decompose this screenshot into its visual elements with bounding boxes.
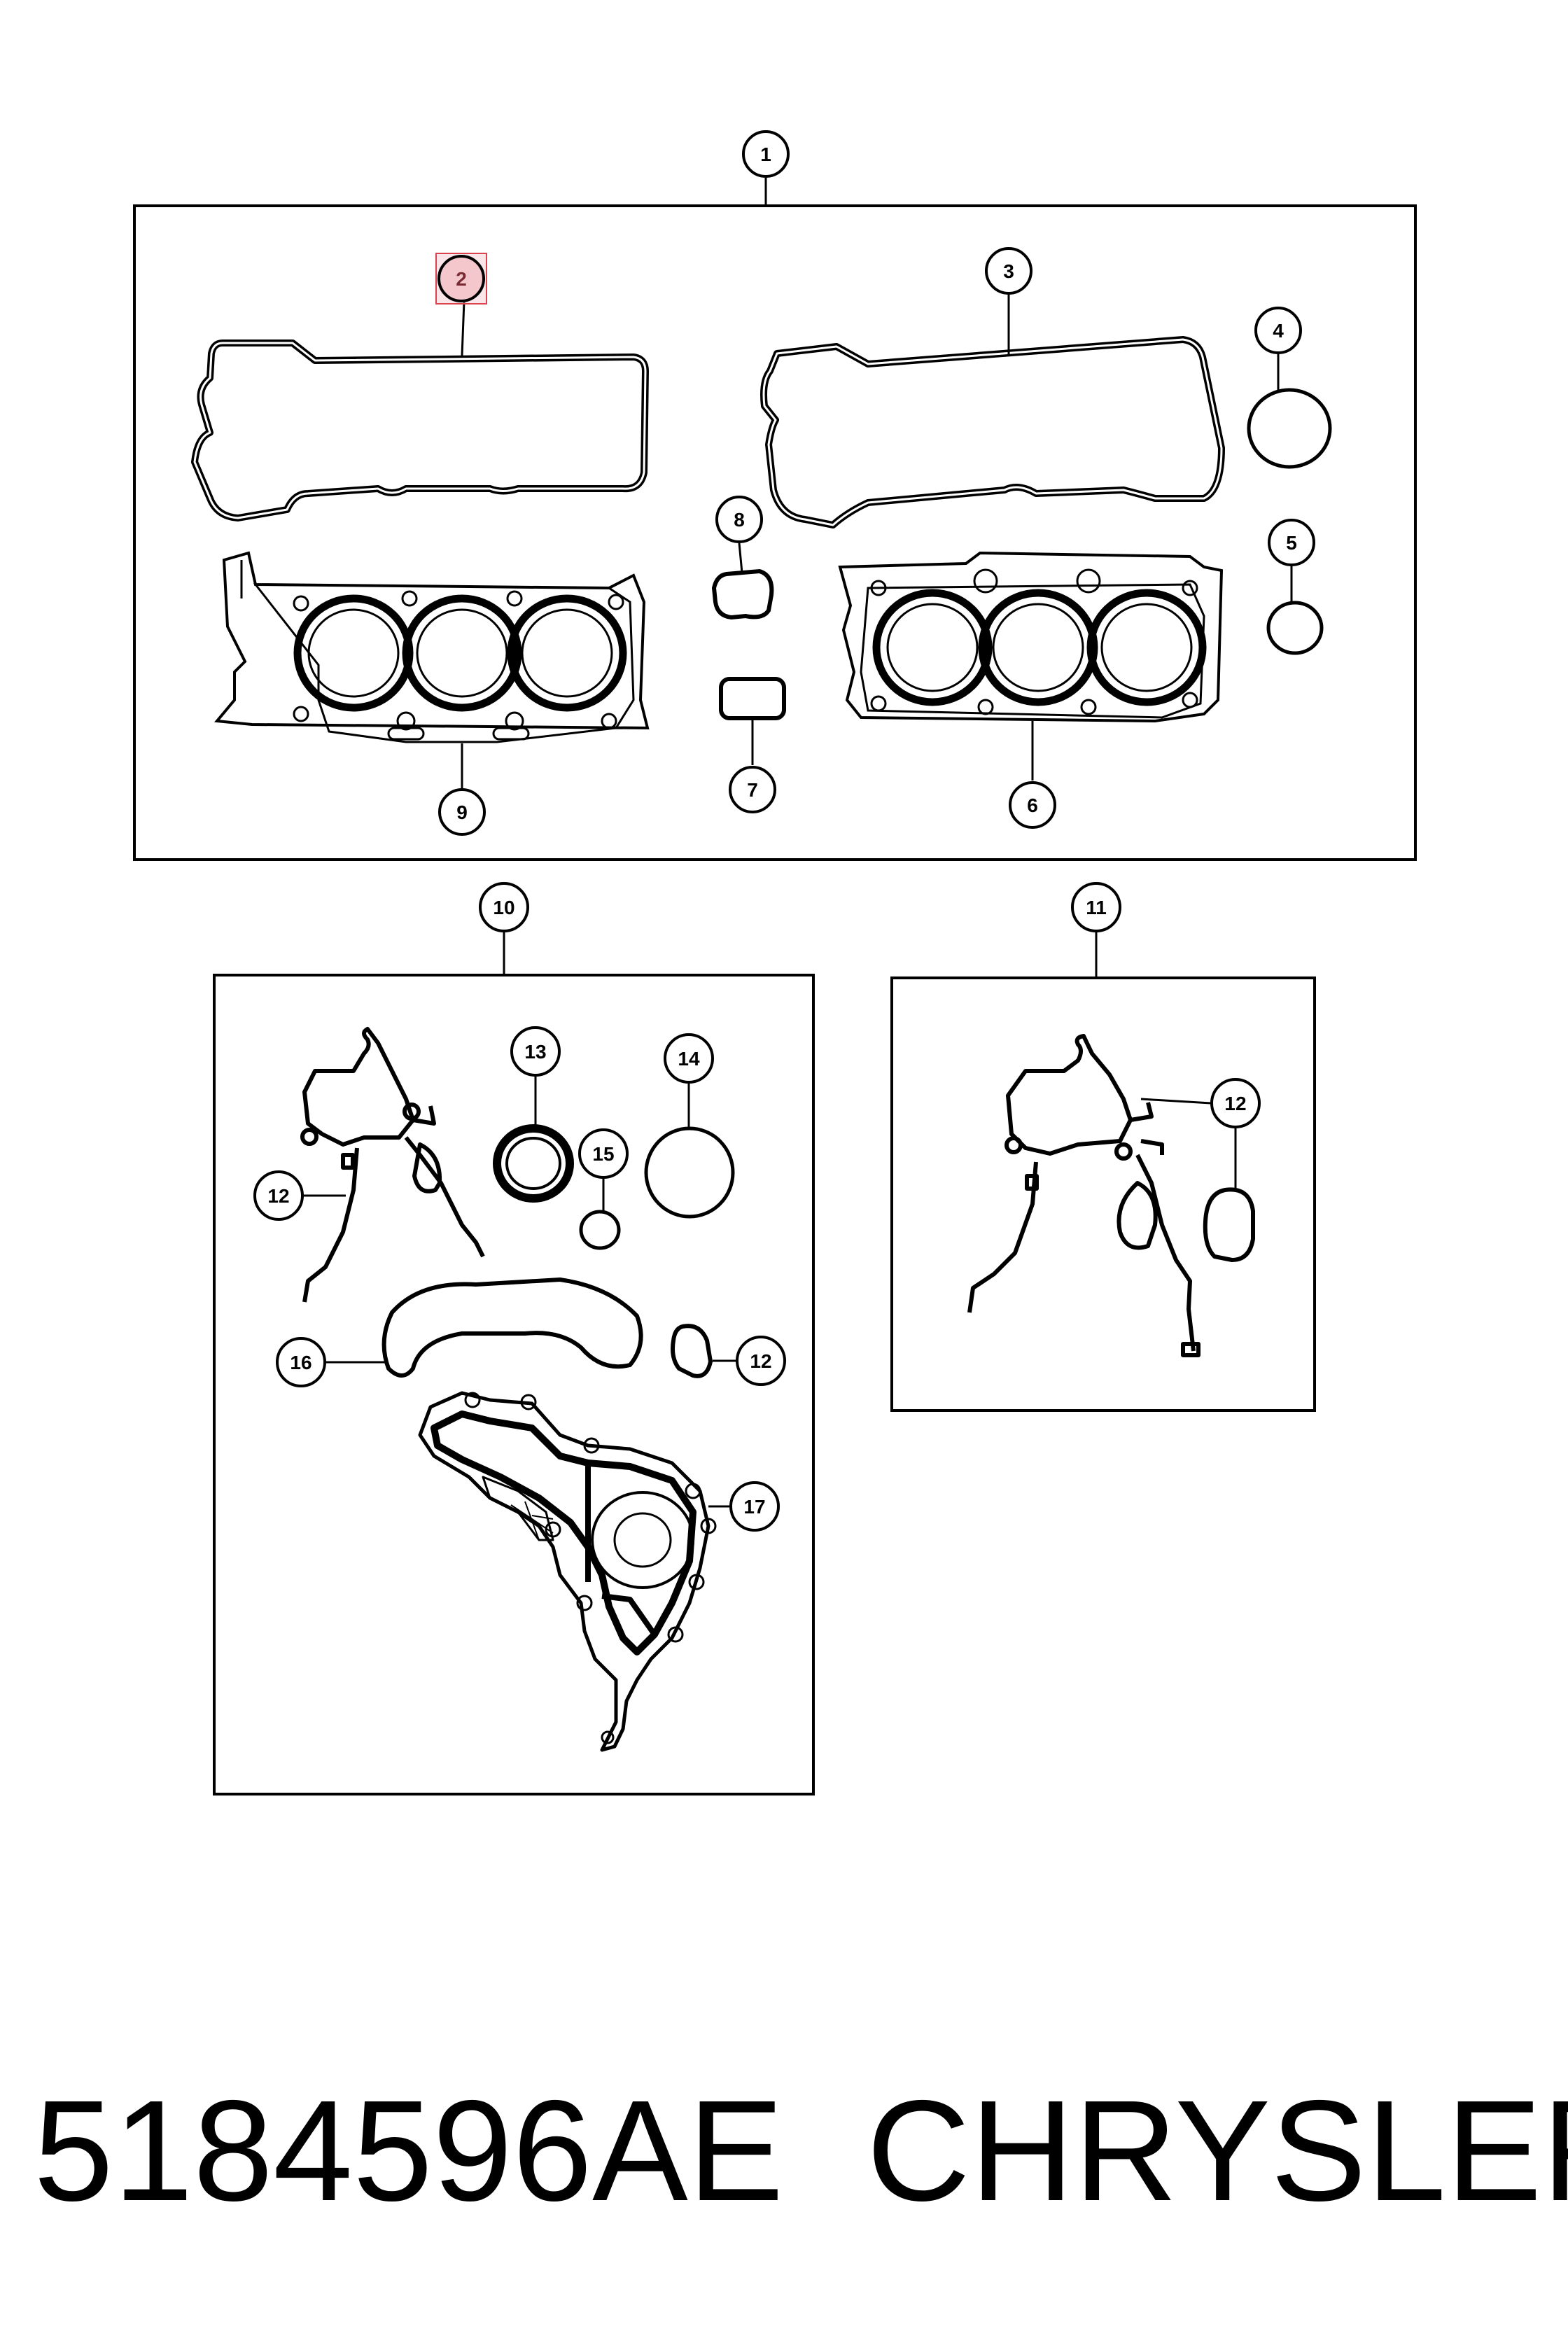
- head-gasket-left: [214, 551, 650, 743]
- small-gasket-12-right: [671, 1324, 713, 1378]
- callout-17[interactable]: 17: [729, 1481, 780, 1532]
- leader-8: [738, 542, 743, 573]
- svg-text:14: 14: [678, 1048, 700, 1070]
- callout-12-left[interactable]: 12: [253, 1170, 304, 1221]
- svg-text:11: 11: [1086, 897, 1107, 918]
- brand-name: CHRYSLER: [867, 2071, 1568, 2231]
- callout-14[interactable]: 14: [664, 1033, 714, 1084]
- svg-text:12: 12: [750, 1350, 771, 1372]
- svg-text:10: 10: [493, 897, 514, 918]
- callout-1[interactable]: 1: [742, 130, 790, 178]
- o-ring-14: [644, 1126, 735, 1219]
- svg-text:17: 17: [743, 1496, 765, 1518]
- callout-15[interactable]: 15: [578, 1128, 629, 1179]
- part-number: 5184596AE: [34, 2071, 784, 2231]
- callout-4[interactable]: 4: [1254, 307, 1302, 354]
- svg-text:13: 13: [524, 1041, 546, 1063]
- leader-12b-h: [1140, 1098, 1212, 1105]
- callout-12-right[interactable]: 12: [736, 1336, 786, 1386]
- callout-12-group11[interactable]: 12: [1210, 1078, 1261, 1128]
- water-pump-gasket-17: [418, 1391, 717, 1752]
- callout-6[interactable]: 6: [1009, 781, 1056, 829]
- svg-text:12: 12: [267, 1185, 289, 1207]
- head-gasket-right: [838, 551, 1224, 723]
- timing-cover-gasket-right-12: [967, 1034, 1255, 1357]
- svg-text:6: 6: [1027, 794, 1038, 816]
- group-1-frame: [133, 204, 1417, 861]
- valve-cover-gasket-right: [760, 336, 1225, 528]
- svg-text:4: 4: [1273, 320, 1284, 342]
- group-10-frame: [213, 974, 815, 1795]
- group-11-frame: [890, 976, 1316, 1412]
- valve-cover-gasket-left: [191, 340, 649, 522]
- svg-text:5: 5: [1286, 532, 1297, 554]
- svg-text:16: 16: [290, 1352, 312, 1373]
- callout-7[interactable]: 7: [729, 766, 776, 813]
- o-ring-small: [1266, 601, 1324, 655]
- svg-text:3: 3: [1003, 260, 1014, 282]
- callout-11[interactable]: 11: [1071, 882, 1121, 932]
- callout-9[interactable]: 9: [438, 788, 486, 836]
- callout-8[interactable]: 8: [715, 496, 763, 543]
- svg-text:7: 7: [747, 779, 758, 801]
- callout-2[interactable]: 2: [435, 253, 487, 304]
- callout-5[interactable]: 5: [1268, 519, 1315, 566]
- leader-2: [461, 300, 465, 356]
- svg-text:9: 9: [456, 802, 468, 823]
- svg-text:2: 2: [456, 268, 467, 290]
- o-ring-large: [1247, 388, 1332, 469]
- small-gasket-7: [719, 677, 786, 720]
- curved-gasket-16: [382, 1278, 643, 1378]
- callout-13[interactable]: 13: [510, 1026, 561, 1077]
- callout-3[interactable]: 3: [985, 247, 1032, 295]
- svg-text:12: 12: [1224, 1093, 1246, 1114]
- timing-cover-gasket-left-12: [300, 1027, 485, 1303]
- callout-16[interactable]: 16: [276, 1337, 326, 1387]
- crank-seal-13: [493, 1124, 574, 1203]
- footer-caption: 5184596AE CHRYSLER: [0, 2051, 1568, 2289]
- small-gasket-8: [711, 568, 774, 620]
- svg-text:8: 8: [734, 509, 745, 531]
- o-ring-15: [579, 1210, 621, 1250]
- svg-text:15: 15: [592, 1143, 614, 1165]
- svg-text:1: 1: [760, 144, 771, 165]
- callout-10[interactable]: 10: [479, 882, 529, 932]
